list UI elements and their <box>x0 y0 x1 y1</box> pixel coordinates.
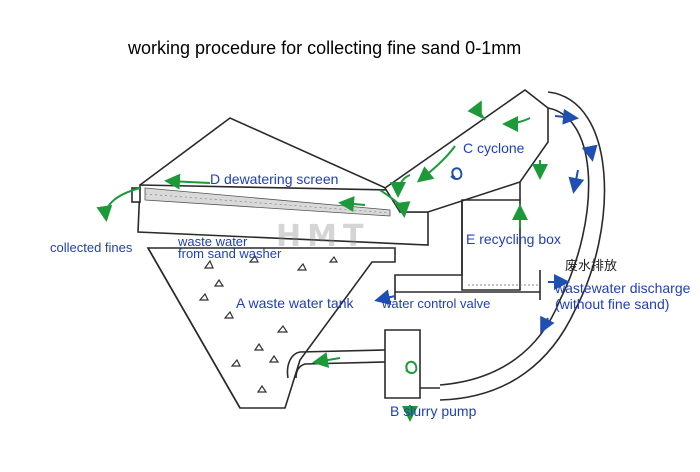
label-recycling-box: E recycling box <box>466 231 561 247</box>
diagram-title: working procedure for collecting fine sa… <box>127 38 521 58</box>
label-slurry-pump: B slurry pump <box>390 403 477 419</box>
slurry-pump <box>286 329 440 399</box>
label-wastewater-discharge-line2: (without fine sand) <box>555 296 669 312</box>
label-cyclone: C cyclone <box>463 140 525 156</box>
watermark-logo: HMT <box>276 219 369 254</box>
label-wastewater-discharge-line1: wastewater discharge <box>554 280 691 296</box>
label-collected-fines: collected fines <box>50 240 133 255</box>
flow-arrows <box>96 100 598 422</box>
slurry-pipe <box>439 91 606 401</box>
recycling-box <box>394 199 541 300</box>
label-chinese-discharge: 废水排放 <box>565 258 617 274</box>
sediment-particles <box>198 254 339 393</box>
label-water-control-valve: water control valve <box>381 296 490 311</box>
label-waste-water-line2: from sand washer <box>178 246 282 261</box>
label-waste-water-tank: A waste water tank <box>236 295 355 311</box>
label-dewatering-screen: D dewatering screen <box>210 171 338 187</box>
waste-water-tank <box>146 247 396 409</box>
label-waste-water-line1: waste water <box>177 234 248 249</box>
